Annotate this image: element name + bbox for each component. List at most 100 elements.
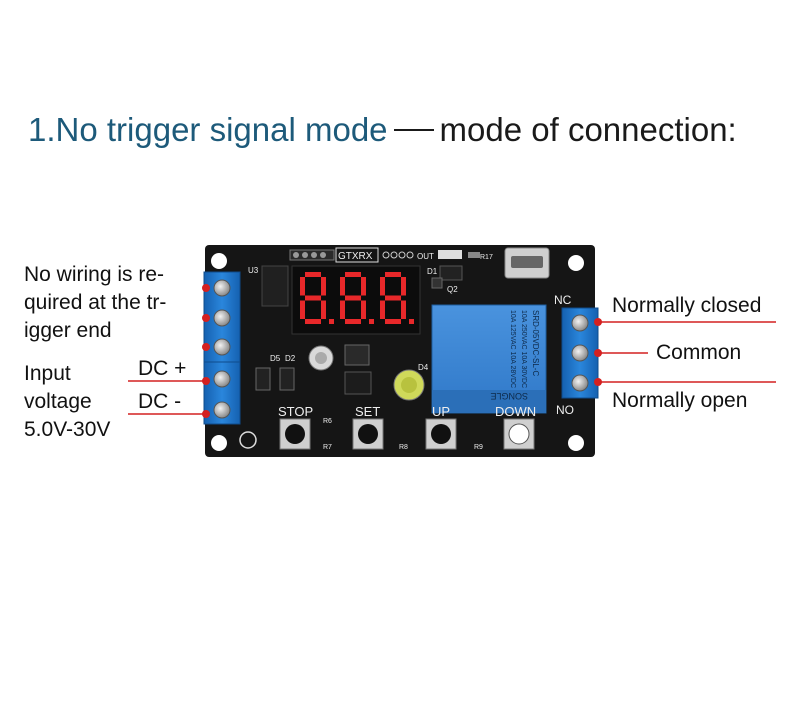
led-segment xyxy=(345,295,361,301)
title-mode: 1.No trigger signal mode xyxy=(28,111,388,148)
set-label: SET xyxy=(355,404,380,419)
dc-plus-label: DC + xyxy=(138,357,187,380)
wire-normally-closed xyxy=(594,318,776,326)
led-segment xyxy=(300,277,305,296)
right-terminal-block-relay xyxy=(561,307,599,399)
screw-icon xyxy=(213,338,231,356)
r6-label: R6 xyxy=(323,418,332,425)
header-pins xyxy=(289,247,480,263)
button-stop xyxy=(279,418,311,450)
relay-label-text: SRD-05VDC-SL-C 10A 250VAC 10A 30VDC 10A … xyxy=(509,310,540,388)
led-segment xyxy=(300,300,305,319)
d1-label: D1 xyxy=(427,267,438,276)
led-segment xyxy=(305,319,321,324)
out-label: OUT xyxy=(417,252,434,261)
normally-open-label: Normally open xyxy=(612,389,748,412)
led-segment xyxy=(401,277,406,296)
d2-label: D2 xyxy=(285,354,296,363)
u3-label: U3 xyxy=(248,266,259,275)
relay-rating-2: 10A 125VAC 10A 28VDC xyxy=(509,310,516,388)
no-board-label: NO xyxy=(556,403,574,417)
led-segment xyxy=(305,295,321,301)
screw-icon xyxy=(213,279,231,297)
wire-common xyxy=(594,349,648,357)
d5-label: D5 xyxy=(270,354,281,363)
q2-transistor xyxy=(431,277,443,289)
led-segment xyxy=(321,300,326,319)
relay-model-text: SRD-05VDC-SL-C xyxy=(531,310,540,376)
board-logo-icon xyxy=(239,431,257,449)
trigger-dot xyxy=(202,343,210,351)
header-text: GTXRX xyxy=(338,251,373,262)
micro-usb-port xyxy=(504,247,550,279)
q2-label: Q2 xyxy=(447,285,458,294)
button-down xyxy=(503,418,535,450)
d2-diode xyxy=(279,367,295,391)
r7-label: R7 xyxy=(323,444,332,451)
input-voltage-line-1: Input xyxy=(24,362,71,385)
led-segment xyxy=(380,300,385,319)
relay-brand: SONGLE xyxy=(490,391,528,401)
nc-board-label: NC xyxy=(554,293,572,307)
led-segment xyxy=(401,300,406,319)
input-voltage-line-2: voltage xyxy=(24,390,92,413)
wire-dc-plus xyxy=(128,377,210,385)
title-dash xyxy=(393,129,434,132)
led-segment xyxy=(385,319,401,324)
regulator-chip xyxy=(344,371,372,395)
input-voltage-line-3: 5.0V-30V xyxy=(24,418,111,441)
no-wiring-line-3: igger end xyxy=(24,319,112,342)
no-wiring-line-2: quired at the tr- xyxy=(24,291,167,314)
screw-icon xyxy=(571,314,589,332)
screw-icon xyxy=(213,309,231,327)
capacitor-1 xyxy=(308,345,334,371)
led-decimal-point xyxy=(369,319,374,324)
led-decimal-point xyxy=(329,319,334,324)
up-label: UP xyxy=(432,404,450,419)
trigger-dot xyxy=(202,314,210,322)
led-segment xyxy=(345,272,361,277)
page-title: 1.No trigger signal mode mode of connecti… xyxy=(28,108,737,152)
led-segment xyxy=(361,300,366,319)
inductor xyxy=(344,344,370,366)
dc-minus-label: DC - xyxy=(138,390,182,413)
mount-hole-icon xyxy=(568,435,584,451)
d4-label: D4 xyxy=(418,363,429,372)
no-wiring-line-1: No wiring is re- xyxy=(24,263,165,286)
u3-chip xyxy=(261,265,289,307)
led-segment xyxy=(385,295,401,301)
button-up xyxy=(425,418,457,450)
led-segment xyxy=(385,272,401,277)
wire-dc-minus xyxy=(128,410,210,418)
common-label: Common xyxy=(656,341,742,364)
screw-icon xyxy=(571,374,589,392)
led-segment xyxy=(380,277,385,296)
relay xyxy=(431,304,547,414)
led-decimal-point xyxy=(409,319,414,324)
screw-icon xyxy=(213,370,231,388)
down-label: DOWN xyxy=(495,404,536,419)
r8-label: R8 xyxy=(399,444,408,451)
led-segment xyxy=(340,300,345,319)
led-segment xyxy=(345,319,361,324)
r17-label: R17 xyxy=(480,254,493,261)
mount-hole-icon xyxy=(568,255,584,271)
stop-label: STOP xyxy=(278,404,313,419)
screw-icon xyxy=(213,401,231,419)
d1-diode xyxy=(439,265,463,281)
led-segment xyxy=(361,277,366,296)
mount-hole-icon xyxy=(211,253,227,269)
trigger-dot xyxy=(202,284,210,292)
relay-rating-1: 10A 250VAC 10A 30VDC xyxy=(520,310,527,388)
r9-label: R9 xyxy=(474,444,483,451)
led-segment xyxy=(321,277,326,296)
terminal-screws-left xyxy=(213,279,231,419)
capacitor-2 xyxy=(393,369,425,401)
led-segments xyxy=(300,272,414,324)
title-connection: mode of connection: xyxy=(439,111,737,148)
led-segment xyxy=(305,272,321,277)
wire-normally-open xyxy=(594,378,776,386)
button-set xyxy=(352,418,384,450)
d5-diode xyxy=(255,367,271,391)
